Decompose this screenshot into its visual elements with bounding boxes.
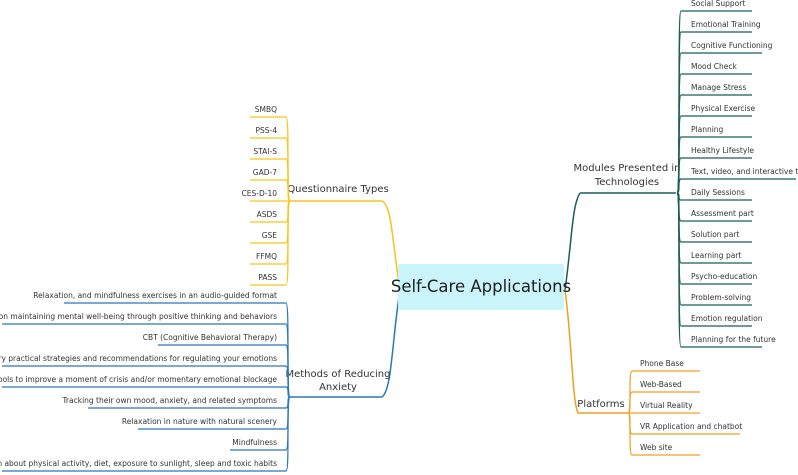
questionnaire-leaf-3[interactable]: STAI-S <box>253 147 277 156</box>
questionnaire-leaf-2[interactable]: PSS-4 <box>255 126 277 135</box>
modules-leaf-11[interactable]: Assessment part <box>691 209 754 218</box>
methods-leaf-7[interactable]: Relaxation in nature with natural scener… <box>122 417 278 426</box>
methods-leaf-connector <box>285 396 291 472</box>
central-node[interactable]: Self-Care Applications <box>391 264 571 310</box>
questionnaire-leaf-connector <box>285 179 291 202</box>
methods-label-line1[interactable]: Methods of Reducing <box>285 369 390 380</box>
modules-leaf-4[interactable]: Mood Check <box>691 62 738 71</box>
methods-leaf-9[interactable]: Information about physical activity, die… <box>0 459 277 468</box>
modules-leaf-1[interactable]: Social Support <box>691 0 745 8</box>
questionnaire-leaf-7[interactable]: GSE <box>262 231 278 240</box>
modules-leaf-5[interactable]: Manage Stress <box>691 83 746 92</box>
modules-leaf-17[interactable]: Planning for the future <box>691 335 776 344</box>
methods-leaf-6[interactable]: Tracking their own mood, anxiety, and re… <box>61 396 277 405</box>
platforms-leaf-5[interactable]: Web site <box>640 443 673 452</box>
modules-leaf-14[interactable]: Psycho-education <box>691 272 758 281</box>
modules-label-line1[interactable]: Modules Presented in <box>573 163 680 174</box>
questionnaire-leaf-5[interactable]: CES-D-10 <box>242 189 278 198</box>
questionnaire-leaf-8[interactable]: FFMQ <box>256 252 277 261</box>
platforms-leaf-connector <box>627 412 633 456</box>
modules-leaf-12[interactable]: Solution part <box>691 230 739 239</box>
modules-leaf-7[interactable]: Planning <box>691 125 724 134</box>
platforms-label[interactable]: Platforms <box>577 399 624 410</box>
methods-leaf-8[interactable]: Mindfulness <box>232 438 277 447</box>
connector-methods <box>381 289 401 398</box>
central-label: Self-Care Applications <box>391 277 571 296</box>
questionnaire-leaf-9[interactable]: PASS <box>258 273 277 282</box>
questionnaire-leaf-1[interactable]: SMBQ <box>255 105 277 114</box>
platforms-leaf-connector <box>627 391 633 414</box>
methods-leaf-1[interactable]: Relaxation, and mindfulness exercises in… <box>33 291 277 300</box>
platforms-leaf-3[interactable]: Virtual Reality <box>640 401 693 410</box>
platforms-leaf-2[interactable]: Web-Based <box>640 380 682 389</box>
modules-leaf-10[interactable]: Daily Sessions <box>691 188 745 197</box>
methods-leaf-5[interactable]: Tips and tools to improve a moment of cr… <box>0 375 277 384</box>
platforms-leaf-4[interactable]: VR Application and chatbot <box>640 422 742 431</box>
methods-leaf-3[interactable]: CBT (Cognitive Behavioral Therapy) <box>143 333 277 342</box>
questionnaire-leaf-6[interactable]: ASDS <box>257 210 278 219</box>
platforms-leaf-1[interactable]: Phone Base <box>640 359 684 368</box>
methods-leaf-2[interactable]: Education on maintaining mental well-bei… <box>0 312 277 321</box>
methods-label-line2[interactable]: Anxiety <box>319 382 357 393</box>
modules-leaf-15[interactable]: Problem-solving <box>691 293 751 302</box>
questionnaire-label[interactable]: Questionnaire Types <box>287 184 388 195</box>
modules-leaf-6[interactable]: Physical Exercise <box>691 104 755 113</box>
connector-modules <box>564 192 581 291</box>
questionnaire-leaf-4[interactable]: GAD-7 <box>253 168 277 177</box>
modules-label-line2[interactable]: Technologies <box>594 177 659 188</box>
modules-leaf-13[interactable]: Learning part <box>691 251 741 260</box>
questionnaire-leaf-connector <box>285 200 291 286</box>
modules-leaf-8[interactable]: Healthy Lifestyle <box>691 146 754 155</box>
connector-questionnaire <box>381 200 401 291</box>
modules-leaf-3[interactable]: Cognitive Functioning <box>691 41 773 50</box>
methods-leaf-4[interactable]: A set of very practical strategies and r… <box>0 354 277 363</box>
modules-leaf-16[interactable]: Emotion regulation <box>691 314 763 323</box>
modules-leaf-2[interactable]: Emotional Training <box>691 20 761 29</box>
modules-leaf-9[interactable]: Text, video, and interactive tools <box>690 167 798 176</box>
connector-platforms <box>564 289 579 414</box>
modules-leaf-connector <box>676 192 682 348</box>
